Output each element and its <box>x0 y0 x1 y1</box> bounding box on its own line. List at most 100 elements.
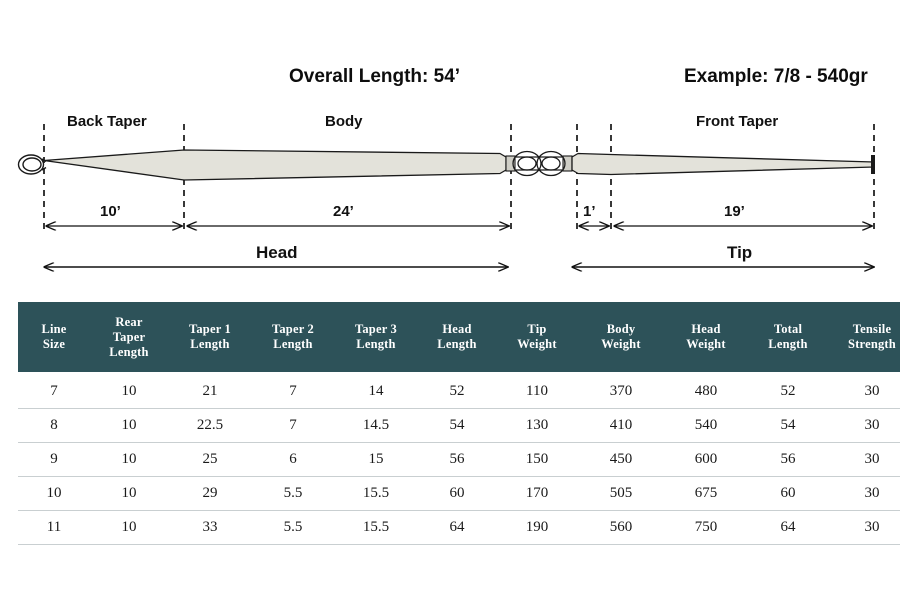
table-cell: 410 <box>578 408 664 444</box>
table-cell: 7 <box>252 408 334 444</box>
table-cell: 10 <box>90 408 168 444</box>
dimension-back-taper: 10’ <box>100 203 121 220</box>
table-cell: 540 <box>664 408 748 444</box>
loop-to-loop-connection-icon <box>505 150 573 177</box>
table-cell: 60 <box>748 476 828 512</box>
table-cell: 7 <box>18 372 90 410</box>
column-header-line: Strength <box>848 337 896 352</box>
body-label: Body <box>325 113 363 130</box>
table-cell: 10 <box>90 510 168 546</box>
column-header-line: Taper 3 <box>354 322 398 337</box>
column-header-line: Taper 1 <box>188 322 232 337</box>
table-cell: 675 <box>664 476 748 512</box>
table-cell: 14.5 <box>334 408 418 444</box>
table-cell: 54 <box>748 408 828 444</box>
table-cell: 30 <box>828 408 900 444</box>
table-cell: 7 <box>252 372 334 410</box>
table-cell: 15.5 <box>334 510 418 546</box>
table-cell: 150 <box>496 442 578 478</box>
column-header-line: Length <box>356 337 396 352</box>
table-cell: 64 <box>748 510 828 546</box>
table-cell: 30 <box>828 372 900 410</box>
dimension-body: 24’ <box>333 203 354 220</box>
table-cell: 14 <box>334 372 418 410</box>
tip-line-body <box>571 152 875 176</box>
table-cell: 450 <box>578 442 664 478</box>
table-cell: 60 <box>418 476 496 512</box>
head-line-body <box>43 149 507 181</box>
column-header-line: Total <box>773 322 803 337</box>
table-cell: 10 <box>90 372 168 410</box>
table-cell: 750 <box>664 510 748 546</box>
column-header-line: Taper 2 <box>271 322 315 337</box>
table-cell: 54 <box>418 408 496 444</box>
column-header-line: Head <box>691 322 721 337</box>
table-cell: 22.5 <box>168 408 252 444</box>
table-cell: 6 <box>252 442 334 478</box>
table-cell: 170 <box>496 476 578 512</box>
dimension-front-taper: 19’ <box>724 203 745 220</box>
table-cell: 10 <box>18 476 90 512</box>
table-cell: 29 <box>168 476 252 512</box>
table-cell: 25 <box>168 442 252 478</box>
table-cell: 52 <box>418 372 496 410</box>
table-cell: 480 <box>664 372 748 410</box>
column-header-line: Body <box>606 322 636 337</box>
table-cell: 30 <box>828 510 900 546</box>
column-header-line: Head <box>442 322 472 337</box>
column-header-line: Length <box>190 337 230 352</box>
column-header-line: Taper <box>112 329 146 344</box>
table-cell: 110 <box>496 372 578 410</box>
column-header-line: Line <box>41 322 67 337</box>
table-cell: 10 <box>90 442 168 478</box>
fly-line-profile-graphic <box>17 124 875 290</box>
table-cell: 52 <box>748 372 828 410</box>
table-cell: 5.5 <box>252 510 334 546</box>
column-header-line: Length <box>109 344 149 359</box>
column-header-line: Weight <box>517 337 557 352</box>
column-header-line: Weight <box>686 337 726 352</box>
column-header-line: Size <box>42 337 66 352</box>
table-cell: 15 <box>334 442 418 478</box>
column-header-line: Length <box>273 337 313 352</box>
column-header-line: Tensile <box>852 322 892 337</box>
table-cell: 8 <box>18 408 90 444</box>
fly-line-taper-diagram: Overall Length: 54’ Example: 7/8 - 540gr… <box>0 0 900 290</box>
head-span-label: Head <box>256 243 298 262</box>
table-cell: 190 <box>496 510 578 546</box>
overall-length-label: Overall Length: 54’ <box>289 66 461 87</box>
table-cell: 33 <box>168 510 252 546</box>
table-cell: 11 <box>18 510 90 546</box>
rear-welded-loop-icon <box>17 154 47 175</box>
table-cell: 56 <box>418 442 496 478</box>
table-cell: 56 <box>748 442 828 478</box>
table-cell: 9 <box>18 442 90 478</box>
table-cell: 10 <box>90 476 168 512</box>
table-cell: 370 <box>578 372 664 410</box>
table-cell: 505 <box>578 476 664 512</box>
table-cell: 21 <box>168 372 252 410</box>
table-cell: 560 <box>578 510 664 546</box>
table-cell: 130 <box>496 408 578 444</box>
column-header-line: Length <box>768 337 808 352</box>
front-taper-label: Front Taper <box>696 113 779 130</box>
example-label: Example: 7/8 - 540gr <box>684 66 868 87</box>
